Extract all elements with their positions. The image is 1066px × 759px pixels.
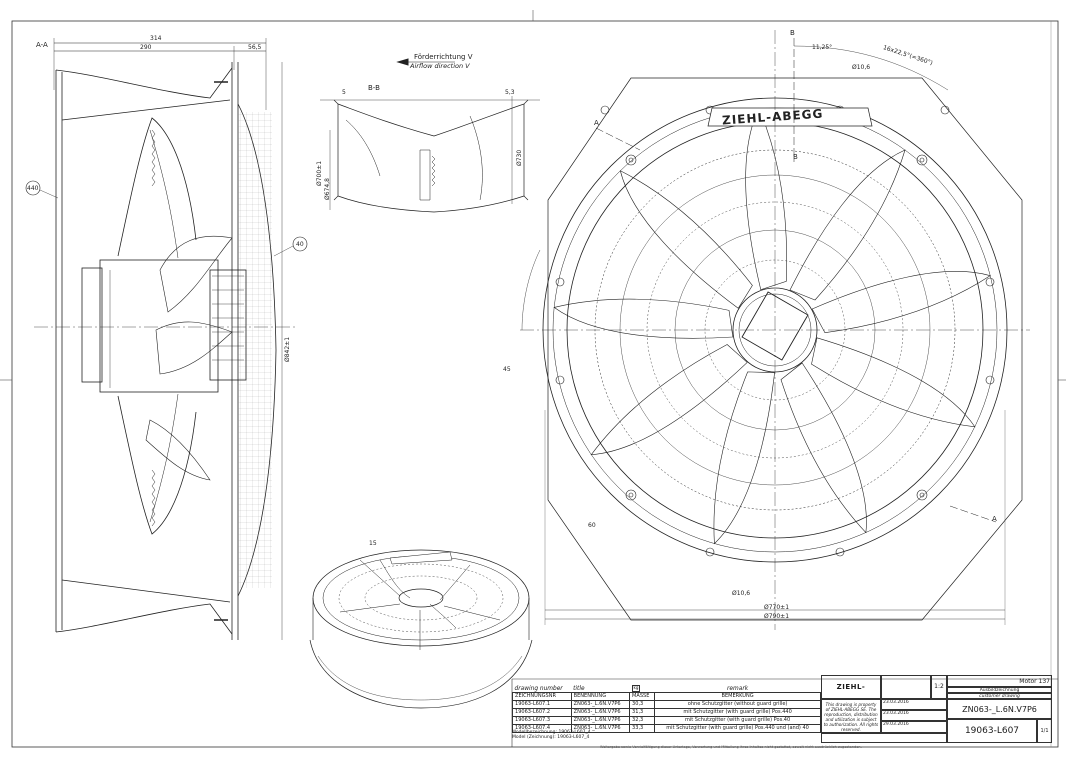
title-block-motor: Motor 137 (947, 675, 1052, 687)
title-block-date-2: 23.03.2016 (881, 710, 947, 721)
title-block-sheet: 1/1 (1037, 719, 1052, 743)
section-bb-view (320, 96, 540, 213)
parts-list-table: drawing number title kg remark ZEICHNUNG… (512, 684, 821, 733)
section-bb-label: B-B (368, 84, 380, 92)
dim-5: 5 (342, 89, 346, 96)
title-block-scale: 1:2 (931, 675, 947, 699)
title-block-type-code: ZN063-_L.6N.V7P6 (947, 699, 1052, 719)
title-block-type-en: customer drawing (947, 693, 1052, 699)
dim-290: 290 (140, 44, 152, 51)
cut-a-left-label: A (594, 119, 599, 127)
dim-842: Ø842±1 (284, 336, 291, 362)
title-block-footer (821, 733, 947, 743)
title-block-logo: ZIEHL-ABEGG (821, 675, 881, 699)
cell-remark: mit Schutzgitter (with guard grille) Pos… (654, 708, 821, 717)
cell-drawing-number: 19063-L607.1 (512, 700, 572, 709)
cell-title: ZN063-_L.6N.V7P6 (570, 724, 631, 733)
table-row: 19063-L607.2 ZN063-_L.6N.V7P6 31,3 mit S… (512, 708, 821, 717)
cell-mass: 31,3 (629, 708, 656, 717)
title-block-ownership: This drawing is property of ZIEHL-ABEGG … (821, 699, 881, 733)
dim-700: Ø700±1 (316, 160, 323, 186)
dim-770: Ø770±1 (764, 604, 790, 611)
model-line-2: Model (Zeichnung): 19063-L607_4 (512, 735, 590, 740)
sheet-border (11, 20, 1059, 748)
title-block-date-1: 23.03.2016 (881, 699, 947, 710)
legal-note: Weitergabe sowie Vervielfältigung dieser… (600, 745, 862, 749)
cell-mass: 32,3 (629, 716, 656, 725)
dim-790: Ø790±1 (764, 613, 790, 620)
table-row: 19063-L607.1 ZN063-_L.6N.V7P6 30,3 ohne … (512, 700, 821, 709)
callout-440: 440 (27, 185, 39, 192)
table-row: 19063-L607.4 ZN063-_L.6N.V7P6 33,3 mit S… (512, 724, 821, 733)
section-aa-view (25, 38, 308, 640)
dim-hole-bottom: Ø10,6 (732, 590, 751, 597)
airflow-de-label: Förderrichtung V (414, 53, 473, 61)
cell-remark: mit Schutzgitter (with guard grille) Pos… (654, 724, 821, 733)
model-line-1: Modellbezeichnung: 19063-L607_4 (512, 730, 591, 735)
cell-drawing-number: 19063-L607.3 (512, 716, 572, 725)
col-title-en: title (573, 683, 585, 692)
title-block-tolerances (881, 675, 931, 699)
dim-hole-top: Ø10,6 (852, 64, 871, 71)
col-masse: MASSE (629, 692, 656, 701)
cell-title: ZN063-_L.6N.V7P6 (570, 708, 631, 717)
dim-314: 314 (150, 35, 162, 42)
dim-730: Ø730 (516, 149, 523, 166)
col-remark-en: remark (727, 683, 749, 692)
title-block-drawing-number: 19063-L607 (947, 719, 1037, 743)
dim-60: 60 (588, 522, 596, 529)
parts-list-header: ZEICHNUNGSNR BENENNUNG MASSE BEMERKUNG (512, 692, 821, 701)
col-bemerkung: BEMERKUNG (654, 692, 821, 701)
dim-56-5: 56,5 (248, 44, 262, 51)
kg-icon: kg (631, 685, 641, 692)
cell-title: ZN063-_L.6N.V7P6 (570, 700, 631, 709)
dim-5-3: 5,3 (505, 89, 515, 96)
cell-title: ZN063-_L.6N.V7P6 (570, 716, 631, 725)
col-mass-icon: kg (630, 684, 655, 693)
cell-remark: ohne Schutzgitter (without guard grille) (654, 700, 821, 709)
callout-40: 40 (296, 241, 304, 248)
parts-list-header-italic: drawing number title kg remark (513, 684, 821, 693)
cut-a-right-label: A (992, 515, 997, 523)
cell-drawing-number: 19063-L607.2 (512, 708, 572, 717)
front-view (520, 30, 1030, 630)
section-aa-label: A-A (36, 41, 48, 49)
cell-mass: 30,3 (629, 700, 656, 709)
col-benennung: BENENNUNG (570, 692, 631, 701)
cut-b-mid-label: B (793, 153, 798, 161)
col-drawing-number-en: drawing number (514, 683, 563, 692)
airflow-arrow (396, 58, 455, 66)
cell-remark: mit Schutzgitter (with guard grille) Pos… (654, 716, 821, 725)
table-row: 19063-L607.3 ZN063-_L.6N.V7P6 32,3 mit S… (512, 716, 821, 725)
isometric-view (309, 549, 533, 709)
view-15-label: 15 (369, 540, 377, 547)
cut-b-top-label: B (790, 29, 795, 37)
dim-45: 45 (503, 366, 511, 373)
dim-11-25: 11,25° (812, 44, 833, 51)
title-block-type-de: Ausbildzeichnung (947, 687, 1052, 693)
dim-674: Ø674,8 (324, 178, 331, 200)
col-zeichnungsnr: ZEICHNUNGSNR (512, 692, 572, 701)
title-block: ZIEHL-ABEGG 1:2 Motor 137 Ausbildzeichnu… (821, 675, 1052, 743)
airflow-en-label: Airflow direction V (410, 62, 470, 70)
cell-mass: 33,3 (629, 724, 656, 733)
title-block-date-3: 29.03.2016 (881, 721, 947, 733)
